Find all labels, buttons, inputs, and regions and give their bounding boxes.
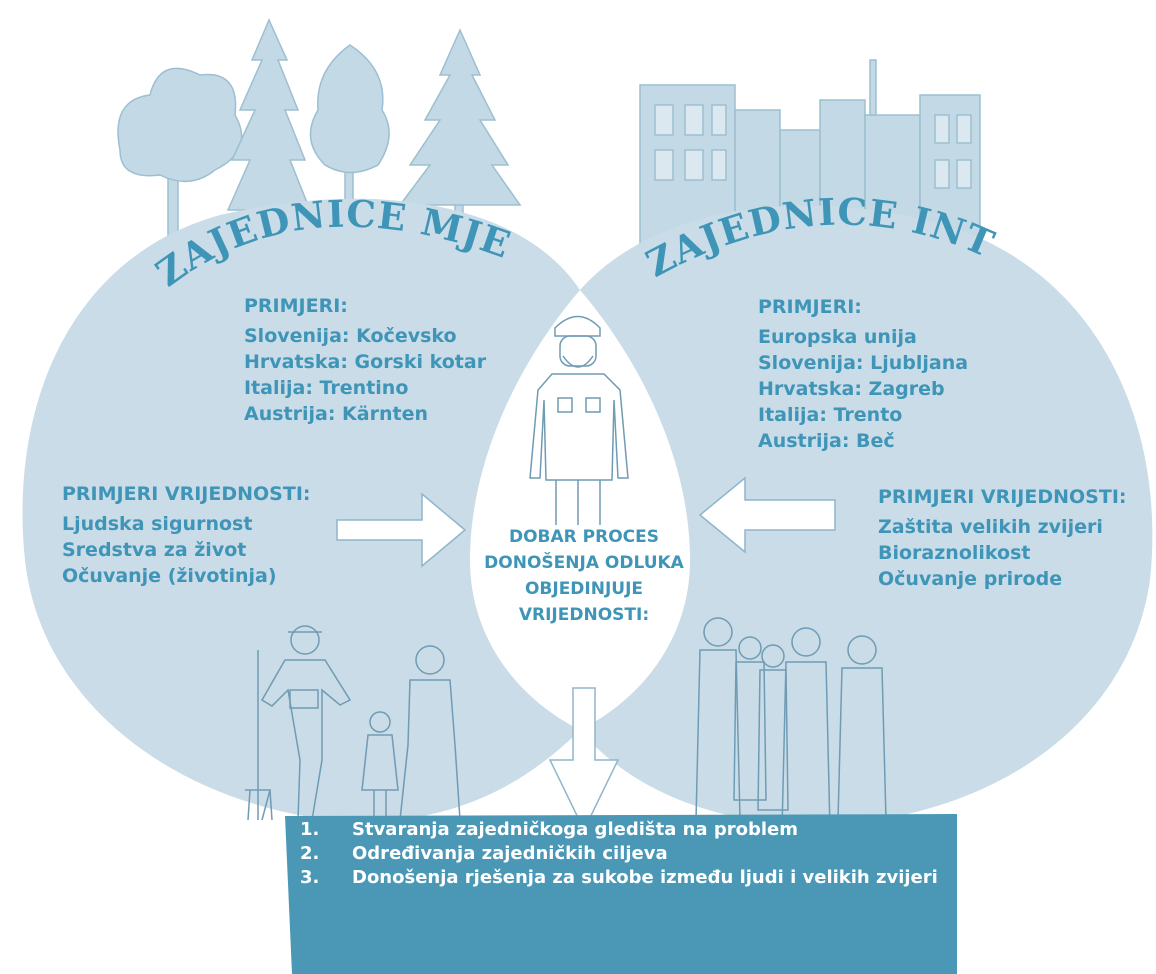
right-examples-block: PRIMJERI: Europska unija Slovenija: Ljub…	[758, 296, 968, 454]
outcome-text: Određivanja zajedničkih ciljeva	[352, 843, 668, 864]
left-values-list: Ljudska sigurnost Sredstva za život Očuv…	[62, 511, 310, 589]
left-values-heading: PRIMJERI VRIJEDNOSTI:	[62, 483, 311, 505]
list-item: Bioraznolikost	[878, 542, 1031, 564]
trees-illustration	[117, 18, 522, 241]
left-examples-list: Slovenija: Kočevsko Hrvatska: Gorski kot…	[244, 323, 486, 427]
left-examples-heading: PRIMJERI:	[244, 295, 348, 317]
arrow-right-icon	[336, 492, 467, 568]
outcome-text: Stvaranja zajedničkoga gledišta na probl…	[352, 819, 798, 840]
list-item: Sredstva za život	[62, 539, 247, 561]
list-item: Italija: Trentino	[244, 377, 409, 399]
list-item: Italija: Trento	[758, 404, 903, 426]
list-item: Ljudska sigurnost	[62, 513, 253, 535]
list-item: Očuvanje prirode	[878, 568, 1063, 590]
ranger-illustration	[529, 315, 629, 525]
left-examples-block: PRIMJERI: Slovenija: Kočevsko Hrvatska: …	[244, 295, 486, 427]
arrow-down-icon	[548, 687, 620, 832]
list-item: Hrvatska: Zagreb	[758, 378, 945, 400]
outcome-number: 2.	[300, 843, 320, 864]
outcomes-banner	[285, 814, 957, 974]
arrow-left-icon	[698, 476, 836, 554]
list-item: Slovenija: Kočevsko	[244, 325, 457, 347]
right-values-heading: PRIMJERI VRIJEDNOSTI:	[878, 486, 1127, 508]
list-item: 3. Donošenja rješenja za sukobe između lj…	[300, 866, 938, 890]
outcome-number: 3.	[300, 867, 320, 888]
center-line: VRIJEDNOSTI:	[518, 605, 650, 625]
intersection-lens	[470, 290, 690, 730]
outcome-text: Donošenja rješenja za sukobe između ljud…	[352, 867, 938, 888]
right-examples-list: Europska unija Slovenija: Ljubljana Hrva…	[758, 324, 968, 454]
list-item: Očuvanje (životinja)	[62, 565, 277, 587]
right-circle	[580, 205, 1153, 826]
right-examples-heading: PRIMJERI:	[758, 296, 862, 318]
list-item: Hrvatska: Gorski kotar	[244, 351, 487, 373]
left-values-block: PRIMJERI VRIJEDNOSTI: Ljudska sigurnost …	[62, 483, 310, 589]
list-item: 1. Stvaranja zajedničkoga gledišta na pro…	[300, 818, 938, 842]
center-statement: DOBAR PROCES DONOŠENJA ODLUKA OBJEDINJUJ…	[484, 524, 684, 628]
people-group-illustration	[695, 617, 887, 831]
right-values-list: Zaštita velikih zvijeri Bioraznolikost O…	[878, 514, 1126, 592]
center-line: DONOŠENJA ODLUKA	[484, 553, 684, 573]
list-item: Zaštita velikih zvijeri	[878, 516, 1103, 538]
list-item: 2. Određivanja zajedničkih ciljeva	[300, 842, 938, 866]
right-values-block: PRIMJERI VRIJEDNOSTI: Zaštita velikih zv…	[878, 486, 1126, 592]
list-item: Europska unija	[758, 326, 917, 348]
left-circle	[22, 198, 581, 822]
outcome-number: 1.	[300, 819, 320, 840]
list-item: Austrija: Beč	[758, 430, 895, 452]
center-line: DOBAR PROCES	[508, 527, 660, 547]
outcomes-list: 1. Stvaranja zajedničkoga gledišta na pro…	[300, 818, 938, 890]
center-line: OBJEDINJUJE	[524, 579, 644, 599]
list-item: Slovenija: Ljubljana	[758, 352, 969, 374]
list-item: Austrija: Kärnten	[244, 403, 428, 425]
